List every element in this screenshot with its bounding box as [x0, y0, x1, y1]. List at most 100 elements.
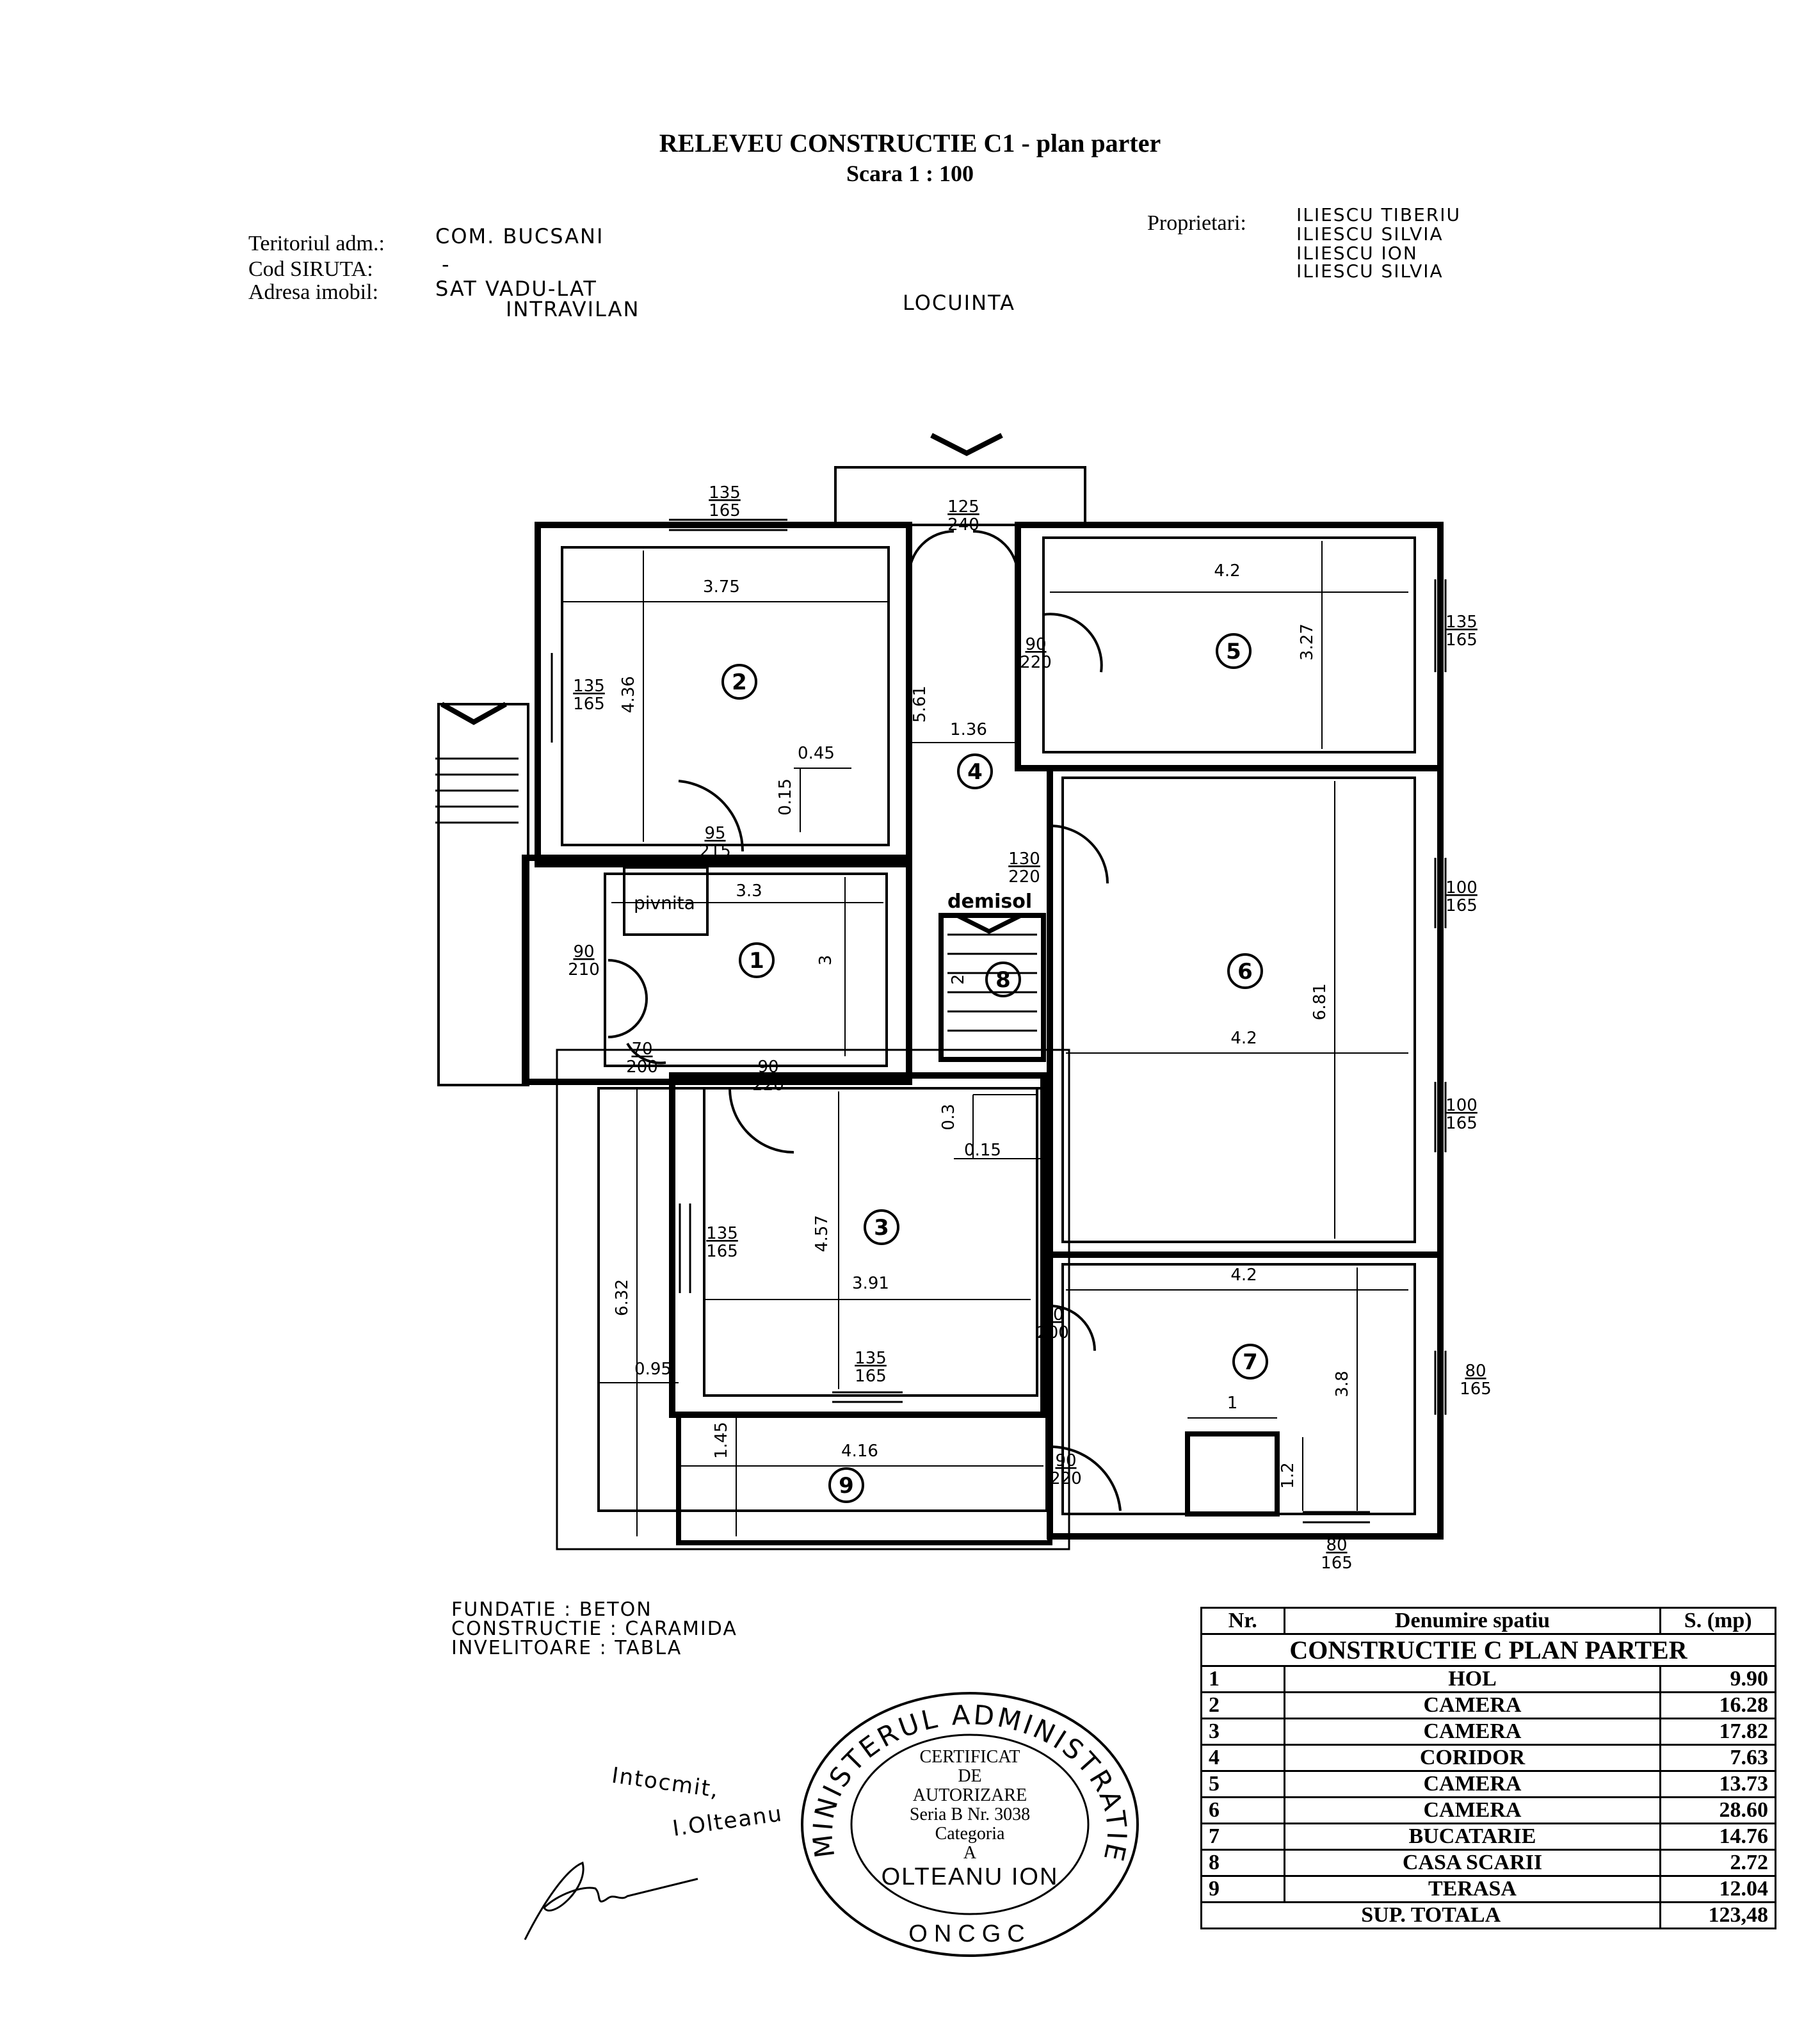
row-area: 28.60 — [1659, 1796, 1776, 1824]
owner-1: ILIESCU TIBERIU — [1296, 204, 1461, 225]
table-row: 6 CAMERA 28.60 — [1200, 1796, 1776, 1824]
owner-2: ILIESCU SILVIA — [1296, 223, 1444, 245]
dim-r2-height: 4.36 — [619, 676, 638, 713]
dim-r3-height: 4.57 — [812, 1215, 832, 1252]
basement-label: demisol — [947, 890, 1032, 913]
dim-r1-width: 3.3 — [736, 881, 762, 901]
door-entry-w: 90 — [573, 942, 594, 962]
room-number-1: 1 — [749, 948, 764, 974]
table-row: 2 CAMERA 16.28 — [1200, 1691, 1776, 1719]
row-nr: 8 — [1200, 1849, 1285, 1877]
area-table: Nr. Denumire spatiu S. (mp) CONSTRUCTIE … — [1200, 1607, 1776, 1929]
window-bottom-r7-w: 80 — [1326, 1536, 1347, 1555]
table-row: 1 HOL 9.90 — [1200, 1665, 1776, 1693]
entrance-arrow-left — [440, 702, 507, 725]
dim-r9-left-height: 6.32 — [613, 1279, 632, 1316]
room-numbers: 1 2 3 4 5 6 7 8 9 — [732, 639, 1258, 1499]
dim-r9-height: 1.45 — [712, 1422, 731, 1459]
table-section-row: CONSTRUCTIE C PLAN PARTER — [1200, 1633, 1776, 1667]
window-r5-h: 165 — [1446, 631, 1478, 650]
building-use: LOCUINTA — [903, 291, 1015, 315]
row-nr: 6 — [1200, 1796, 1285, 1824]
window-left-r2-w: 135 — [573, 677, 605, 696]
door-r7-w: 70 — [1042, 1305, 1063, 1324]
scale-label: Scara 1 : 100 — [846, 161, 974, 186]
entrance-top-w: 125 — [947, 497, 979, 517]
window-left-r3-w: 135 — [706, 1224, 738, 1243]
dim-r1-height: 3 — [816, 955, 835, 966]
dim-r6-width: 4.2 — [1230, 1029, 1257, 1048]
door-r6-w: 130 — [1008, 849, 1040, 869]
row-name: CORIDOR — [1283, 1744, 1662, 1772]
row-name: HOL — [1283, 1665, 1662, 1693]
row-area: 17.82 — [1659, 1718, 1776, 1746]
row-name: CAMERA — [1283, 1691, 1662, 1719]
authorization-stamp: MINISTERUL ADMINISTRATIEI PUBLICE CERTIF… — [797, 1690, 1143, 1959]
stamp-line-2: DE — [958, 1766, 982, 1786]
door-terrace-w: 70 — [631, 1040, 652, 1059]
dimension-lines — [563, 531, 1408, 1536]
dim-r7-niche-h: 1.2 — [1278, 1462, 1298, 1488]
opening-labels: 135 165 125 240 135 165 135 165 90 220 9… — [568, 483, 1492, 1573]
row-area: 16.28 — [1659, 1691, 1776, 1719]
window-bottom-r7-h: 165 — [1321, 1554, 1353, 1573]
room-number-2: 2 — [732, 670, 747, 695]
room-circles — [721, 633, 1268, 1503]
row-area: 14.76 — [1659, 1823, 1776, 1851]
window-top-r2-w: 135 — [709, 483, 741, 503]
dim-r2-niche-h: 0.15 — [776, 778, 795, 816]
row-name: CASA SCARII — [1283, 1849, 1662, 1877]
dim-r2-width: 3.75 — [703, 577, 740, 597]
stamp-line-5: Categoria — [935, 1824, 1005, 1844]
stamp-line-6: A — [963, 1843, 977, 1863]
address-label: Adresa imobil: — [248, 280, 379, 304]
row-name: CAMERA — [1283, 1770, 1662, 1798]
dim-r6-height: 6.81 — [1310, 983, 1330, 1020]
row-nr: 4 — [1200, 1744, 1285, 1772]
dim-r5-height: 3.27 — [1298, 624, 1317, 661]
window-marks — [551, 519, 1447, 1524]
row-nr: 2 — [1200, 1691, 1285, 1719]
window-r7-h: 165 — [1460, 1380, 1492, 1399]
row-nr: 5 — [1200, 1770, 1285, 1798]
door-entry-h: 210 — [568, 960, 600, 979]
window-r6a-h: 165 — [1446, 896, 1478, 915]
table-row: 9 TERASA 12.04 — [1200, 1875, 1776, 1903]
row-area: 9.90 — [1659, 1665, 1776, 1693]
window-r6b-h: 165 — [1446, 1114, 1478, 1133]
row-nr: 3 — [1200, 1718, 1285, 1746]
dim-r5-width: 4.2 — [1214, 561, 1240, 581]
dim-r3-niche-w: 0.15 — [964, 1141, 1001, 1160]
room-number-3: 3 — [874, 1215, 889, 1241]
table-total-row: SUP. TOTALA 123,48 — [1200, 1901, 1776, 1929]
door-r7-bottom-w: 90 — [1055, 1451, 1076, 1470]
room-number-9: 9 — [839, 1473, 854, 1499]
dim-r4-width: 1.36 — [950, 720, 987, 739]
roof-note: INVELITOARE : TABLA — [451, 1637, 682, 1659]
room-number-8: 8 — [995, 967, 1011, 993]
walls — [437, 466, 1444, 1550]
table-row: 5 CAMERA 13.73 — [1200, 1770, 1776, 1798]
stamp-ring: MINISTERUL ADMINISTRATIEI PUBLICE — [797, 1690, 1139, 1957]
dim-r7-width: 4.2 — [1230, 1266, 1257, 1285]
dim-r4-height: 5.61 — [910, 686, 930, 723]
row-area: 13.73 — [1659, 1770, 1776, 1798]
stamp-line-4: Seria B Nr. 3038 — [909, 1805, 1031, 1824]
owner-3: ILIESCU ION — [1296, 243, 1418, 264]
header-nr: Nr. — [1200, 1607, 1285, 1635]
table-row: 7 BUCATARIE 14.76 — [1200, 1823, 1776, 1851]
window-left-r2-h: 165 — [573, 695, 605, 714]
door-r6-h: 220 — [1008, 867, 1040, 887]
row-name: CAMERA — [1283, 1718, 1662, 1746]
foundation-note: FUNDATIE : BETON — [451, 1598, 652, 1621]
table-row: 3 CAMERA 17.82 — [1200, 1718, 1776, 1746]
total-label: SUP. TOTALA — [1200, 1901, 1662, 1929]
window-r5-w: 135 — [1446, 613, 1478, 632]
territory-label: Teritoriul adm.: — [248, 232, 385, 255]
door-terrace-h: 200 — [626, 1058, 658, 1077]
dim-r2-niche-w: 0.45 — [798, 744, 835, 763]
header-area: S. (mp) — [1659, 1607, 1776, 1635]
dim-r8-width: 2 — [949, 974, 968, 985]
dimension-labels: 3.75 4.36 0.45 0.15 5.61 1.36 4.2 3.27 3… — [613, 561, 1352, 1489]
